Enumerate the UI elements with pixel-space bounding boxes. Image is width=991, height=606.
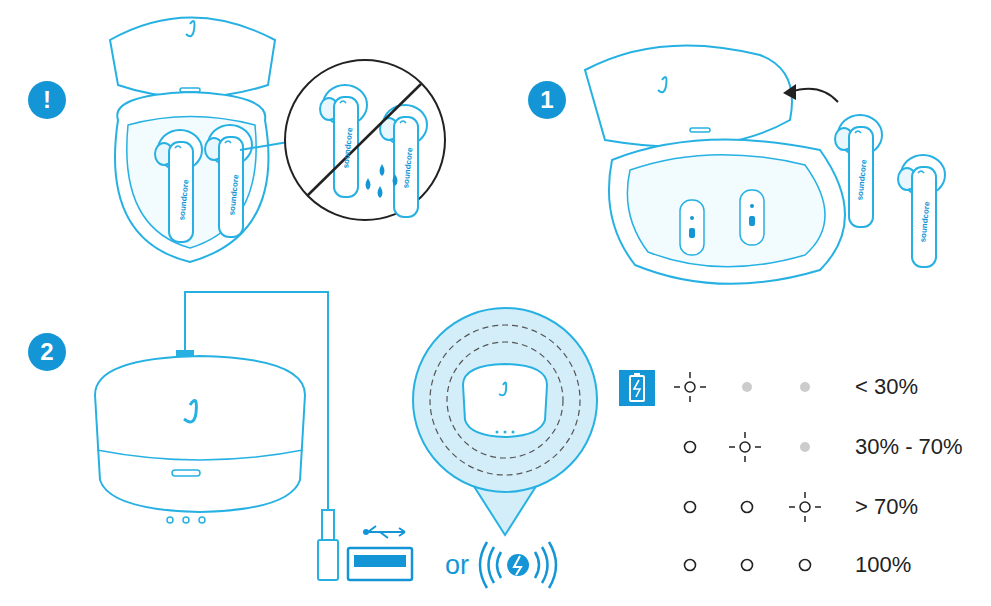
brand-mark: soundcore — [228, 174, 240, 216]
or-word: or — [445, 552, 469, 579]
battery-level: 100% — [855, 554, 911, 576]
brand-mark: soundcore — [342, 127, 354, 169]
callout-text: ! — [43, 88, 51, 112]
callout-number: ! — [28, 81, 66, 119]
brand-mark: soundcore — [919, 201, 931, 243]
brand-mark: soundcore — [178, 179, 190, 221]
usb-icon — [348, 526, 412, 580]
wireless-pad — [413, 308, 597, 535]
wired-charging — [95, 292, 338, 580]
callout-text: 1 — [540, 88, 553, 112]
wireless-charge-icon — [480, 542, 556, 588]
open-case — [110, 18, 300, 263]
callout-number: 1 — [528, 81, 566, 119]
battery-level: > 70% — [855, 496, 918, 518]
zoom-callout — [285, 60, 445, 220]
battery-level: 30% - 70% — [855, 436, 963, 458]
empty-case — [585, 45, 945, 283]
callout-text: 2 — [40, 340, 53, 364]
brand-mark: soundcore — [402, 147, 414, 189]
battery-icon — [619, 370, 655, 406]
brand-mark: soundcore — [856, 159, 868, 201]
battery-level: < 30% — [855, 376, 918, 398]
led-indicators — [674, 372, 821, 571]
callout-number: 2 — [28, 333, 66, 371]
